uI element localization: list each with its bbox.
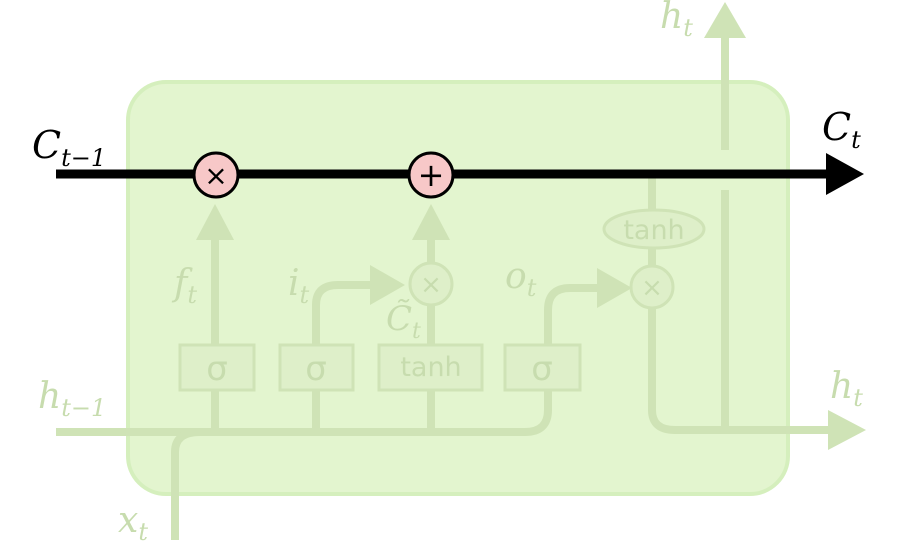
output-gate-box xyxy=(503,343,582,392)
faded-operators xyxy=(408,261,675,310)
it-line xyxy=(312,281,372,345)
forget-mult-circle xyxy=(192,151,240,199)
label-c-prev: Ct−1 xyxy=(32,123,106,172)
faded-connections xyxy=(56,36,830,540)
candidate-gate-box xyxy=(377,343,484,392)
label-h-t-top: ht xyxy=(660,0,693,42)
gates xyxy=(178,208,706,392)
label-c-tilde: C̃t xyxy=(386,299,421,344)
plus-icon: + xyxy=(418,156,445,194)
ht-right-arrowhead xyxy=(828,410,866,450)
candidate-gate-label: tanh xyxy=(400,352,461,383)
input-gate-label: σ xyxy=(305,349,327,389)
ft-arrowhead xyxy=(196,204,234,240)
multiply-icon: × xyxy=(204,159,227,192)
output-mult-circle xyxy=(629,264,675,310)
label-c-t: Ct xyxy=(822,105,861,154)
gate-labels: σ σ tanh σ tanh xyxy=(206,215,684,389)
forget-gate-label: σ xyxy=(206,349,228,389)
label-x-t: xt xyxy=(118,500,148,546)
output-gate-label: σ xyxy=(531,349,553,389)
faded-arrowheads xyxy=(196,2,866,450)
ht-top-arrowhead xyxy=(704,2,746,38)
state-add-circle xyxy=(407,151,455,199)
ot-arrowhead xyxy=(597,268,632,308)
h-prev-line xyxy=(56,388,552,436)
label-h-t-right: ht xyxy=(830,366,863,412)
it-arrowhead xyxy=(370,265,405,305)
ot-line xyxy=(544,284,600,345)
input-mult-circle xyxy=(408,261,454,307)
forget-gate-box xyxy=(178,343,256,392)
x-input-line xyxy=(171,428,201,540)
multiply-icon: × xyxy=(420,270,442,300)
input-gate-box xyxy=(278,343,355,392)
ht-output-line xyxy=(648,309,830,434)
multiply-icon: × xyxy=(641,273,663,303)
label-h-prev: ht−1 xyxy=(38,376,106,422)
label-o-t: ot xyxy=(505,256,537,302)
cell-state-path: × + xyxy=(56,151,864,199)
candidate-arrowhead xyxy=(412,204,450,240)
cell-tanh-label: tanh xyxy=(623,215,684,246)
cell-tanh-ellipse xyxy=(602,208,706,250)
label-i-t: it xyxy=(288,263,310,309)
cell-state-arrowhead xyxy=(826,153,864,195)
faded-operator-glyphs: × × xyxy=(420,270,663,303)
